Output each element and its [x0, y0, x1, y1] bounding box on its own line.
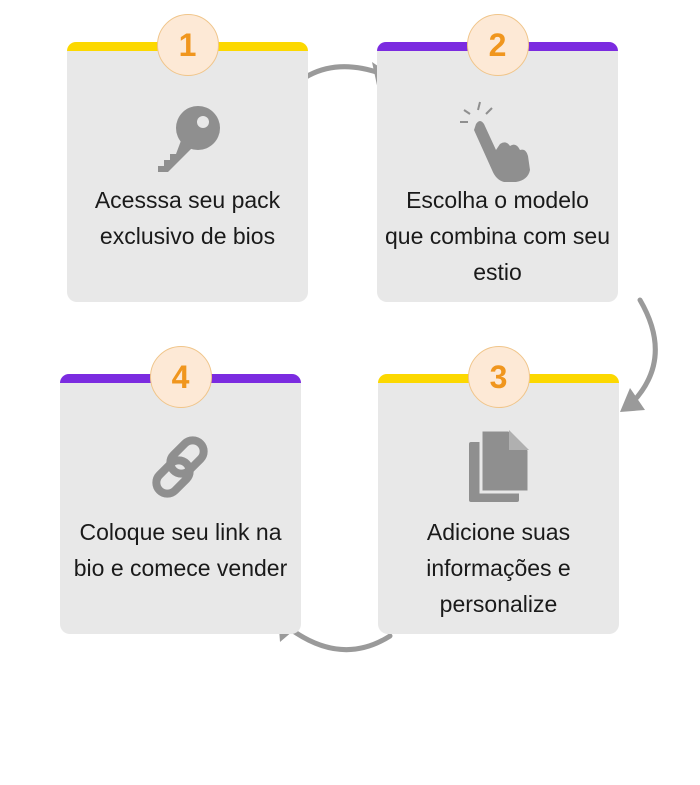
- step-card-3: 3 Adicione suas informações e personaliz…: [378, 346, 619, 634]
- step-number-badge: 4: [149, 346, 212, 408]
- arrow-3-to-4: [282, 622, 393, 653]
- pointing-hand-icon: [459, 101, 530, 182]
- arrowhead-2: [620, 388, 645, 412]
- step-card-4: 4 Coloque seu link na bio e comece vende…: [60, 346, 301, 634]
- key-icon: [157, 106, 220, 172]
- step-text: Coloque seu link na bio e comece vender: [73, 519, 288, 581]
- step-card-1: 1 Acesssa seu pack exclusivo de bios: [67, 14, 308, 302]
- arrow-2-to-3: [627, 297, 658, 408]
- step-text: Escolha o modelo que combina com seu est…: [385, 187, 611, 285]
- step-text: Adicione suas informações e personalize: [426, 519, 571, 617]
- step-card-2: 2 Escolha o modelo que combina com seu e…: [377, 14, 618, 302]
- link-icon: [151, 436, 208, 498]
- step-number-badge: 3: [467, 346, 530, 408]
- step-number-badge: 1: [156, 14, 219, 76]
- step-number-badge: 2: [466, 14, 529, 76]
- step-text: Acesssa seu pack exclusivo de bios: [94, 187, 281, 249]
- documents-icon: [468, 430, 530, 502]
